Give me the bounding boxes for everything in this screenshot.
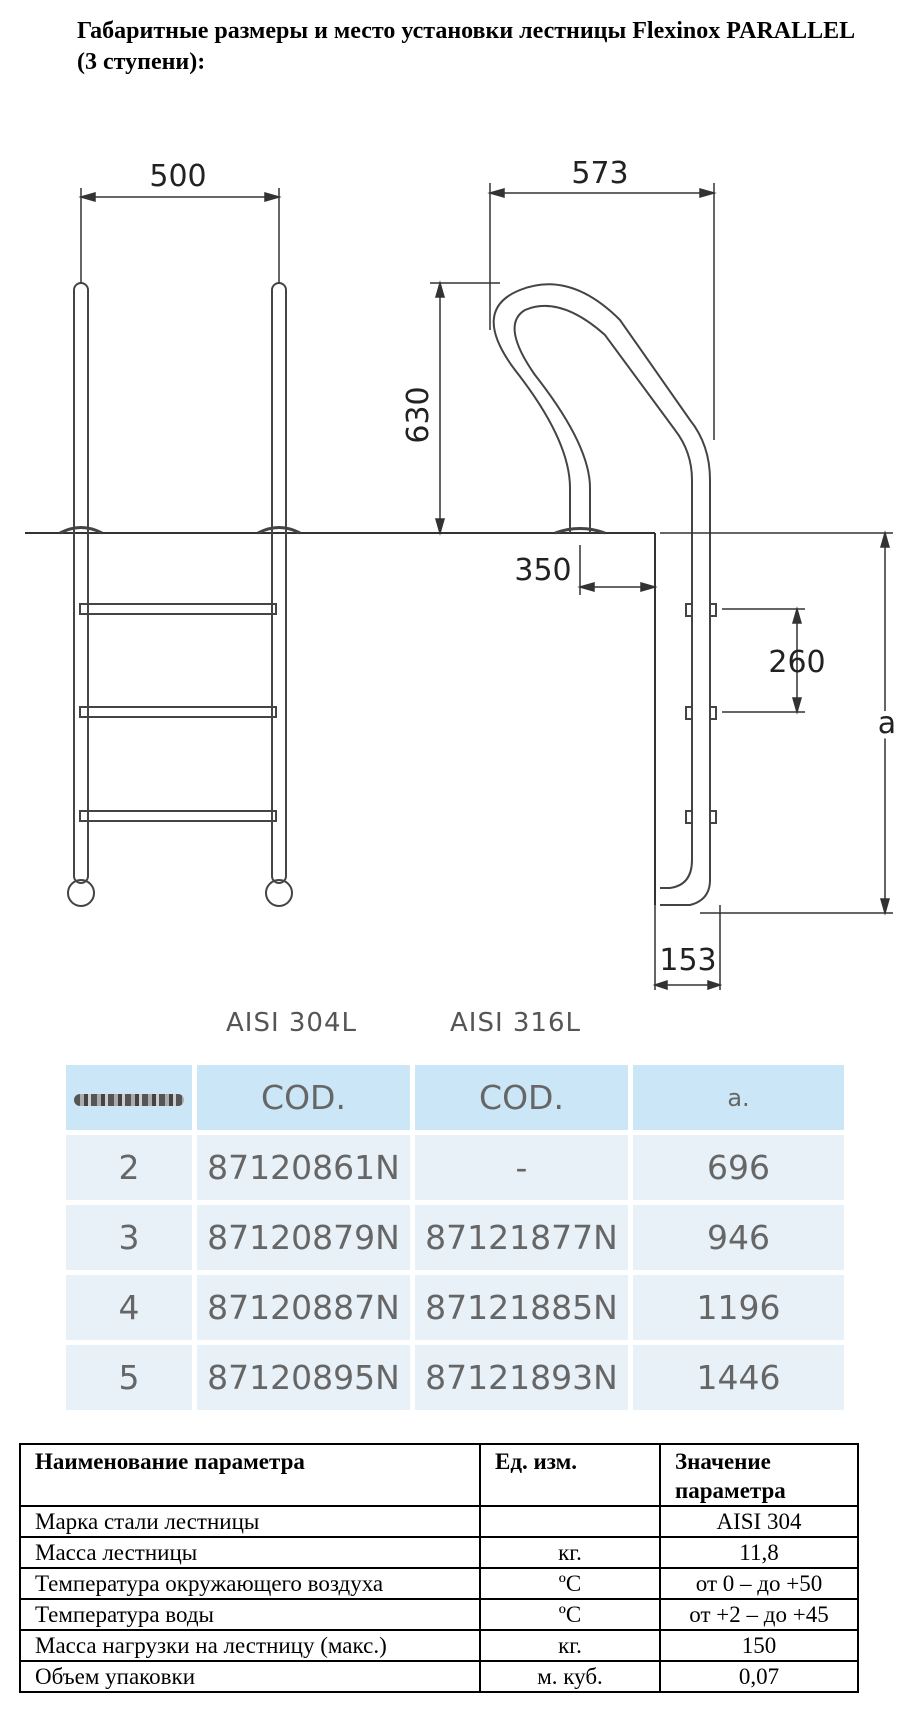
dim-350-label: 350 — [514, 553, 571, 588]
cell-value: 150 — [659, 1629, 859, 1662]
ladder-drawing: 500 573 630 350 260 — [25, 156, 901, 990]
cell-param-name: Масса лестницы — [19, 1536, 481, 1569]
cell-steps: 4 — [66, 1275, 192, 1340]
dim-260-label: 260 — [768, 645, 825, 680]
cell-unit: кг. — [479, 1629, 661, 1662]
cell-cod-304: 87120887N — [197, 1275, 410, 1340]
cell-a: 1196 — [633, 1275, 844, 1340]
steps-icon — [74, 1093, 184, 1106]
cell-steps: 3 — [66, 1205, 192, 1270]
table-row: Масса нагрузки на лестницу (макс.) кг. 1… — [19, 1629, 859, 1662]
header-cod-316: COD. — [415, 1065, 628, 1130]
cell-param-name: Температура воды — [19, 1598, 481, 1631]
dim-630-label: 630 — [401, 386, 436, 443]
header-a: a. — [633, 1065, 844, 1130]
dim-a — [660, 530, 893, 916]
table-row: 3 87120879N 87121877N 946 — [66, 1205, 844, 1270]
cell-cod-316: 87121885N — [415, 1275, 628, 1340]
cell-a: 1446 — [633, 1345, 844, 1410]
dim-153-label: 153 — [659, 943, 716, 978]
front-view — [59, 282, 301, 907]
dim-500 — [78, 188, 282, 283]
param-table-header: Наименование параметра Ед. изм. Значение… — [19, 1443, 859, 1507]
cell-unit: м. куб. — [479, 1660, 661, 1693]
dim-350 — [577, 545, 658, 595]
cell-unit — [479, 1505, 661, 1538]
steps-icon-cell — [66, 1065, 192, 1130]
code-table: COD. COD. a. 2 87120861N - 696 3 8712087… — [61, 1060, 849, 1415]
header-unit: Ед. изм. — [479, 1443, 661, 1507]
cell-unit: кг. — [479, 1536, 661, 1569]
cell-value: 11,8 — [659, 1536, 859, 1569]
dim-260 — [722, 606, 805, 715]
cell-cod-304: 87120879N — [197, 1205, 410, 1270]
cell-steps: 2 — [66, 1135, 192, 1200]
cell-param-name: Температура окружающего воздуха — [19, 1567, 481, 1600]
table-row: Температура воды ºС от +2 – до +45 — [19, 1598, 859, 1631]
table-row: Температура окружающего воздуха ºС от 0 … — [19, 1567, 859, 1600]
cell-a: 696 — [633, 1135, 844, 1200]
cell-unit: ºС — [479, 1567, 661, 1600]
cell-steps: 5 — [66, 1345, 192, 1410]
cell-value: 0,07 — [659, 1660, 859, 1693]
table-row: 5 87120895N 87121893N 1446 — [66, 1345, 844, 1410]
dim-573 — [487, 183, 717, 440]
cell-unit: ºС — [479, 1598, 661, 1631]
cell-cod-304: 87120861N — [197, 1135, 410, 1200]
side-view — [492, 283, 717, 906]
cell-cod-304: 87120895N — [197, 1345, 410, 1410]
cell-value: от +2 – до +45 — [659, 1598, 859, 1631]
code-table-header: COD. COD. a. — [66, 1065, 844, 1130]
table-row: Объем упаковки м. куб. 0,07 — [19, 1660, 859, 1693]
table-row: Масса лестницы кг. 11,8 — [19, 1536, 859, 1569]
cell-cod-316: - — [415, 1135, 628, 1200]
cell-param-name: Масса нагрузки на лестницу (макс.) — [19, 1629, 481, 1662]
cell-cod-316: 87121893N — [415, 1345, 628, 1410]
header-param-name: Наименование параметра — [19, 1443, 481, 1507]
cell-param-name: Марка стали лестницы — [19, 1505, 481, 1538]
table-row: Марка стали лестницы AISI 304 — [19, 1505, 859, 1538]
cell-value: AISI 304 — [659, 1505, 859, 1538]
header-cod-304: COD. — [197, 1065, 410, 1130]
page-title: Габаритные размеры и место установки лес… — [77, 18, 854, 75]
param-table: Наименование параметра Ед. изм. Значение… — [19, 1443, 859, 1693]
dim-500-label: 500 — [149, 159, 206, 194]
material-label-316: AISI 316L — [450, 1008, 582, 1038]
cell-cod-316: 87121877N — [415, 1205, 628, 1270]
dim-153 — [652, 905, 723, 990]
dim-630 — [430, 280, 500, 536]
cell-param-name: Объем упаковки — [19, 1660, 481, 1693]
table-row: 2 87120861N - 696 — [66, 1135, 844, 1200]
cell-a: 946 — [633, 1205, 844, 1270]
dim-573-label: 573 — [571, 156, 628, 191]
table-row: 4 87120887N 87121885N 1196 — [66, 1275, 844, 1340]
header-value: Значение параметра — [659, 1443, 859, 1507]
dim-a-label: a — [878, 706, 896, 741]
material-label-304: AISI 304L — [226, 1008, 358, 1038]
cell-value: от 0 – до +50 — [659, 1567, 859, 1600]
